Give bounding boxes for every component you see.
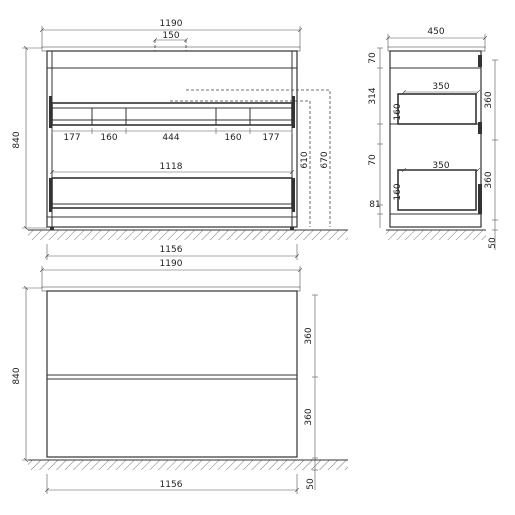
front-width-label: 1190 <box>160 19 183 29</box>
front-drawer-160-left: 160 <box>100 133 117 143</box>
closed-view: 1190 840 360 360 50 1156 <box>12 259 348 494</box>
front-view: 1190 150 <box>12 19 348 260</box>
side-314: 314 <box>368 87 378 104</box>
closed-50: 50 <box>306 478 316 490</box>
side-70-mid: 70 <box>368 154 378 166</box>
front-base-width-label: 1156 <box>160 245 183 255</box>
side-160-bottom: 160 <box>393 183 403 200</box>
closed-base-width-label: 1156 <box>160 480 183 490</box>
front-drawer-177-right: 177 <box>262 133 279 143</box>
side-350-top: 350 <box>432 82 449 92</box>
side-view: 450 350 160 350 160 70 3 <box>368 27 498 250</box>
closed-height-label: 840 <box>12 367 22 384</box>
closed-360-top: 360 <box>304 327 314 344</box>
closed-width-label: 1190 <box>160 259 183 269</box>
front-dim-610: 610 <box>300 151 310 168</box>
closed-360-bottom: 360 <box>304 408 314 425</box>
side-360-top: 360 <box>484 91 494 108</box>
side-depth-label: 450 <box>427 27 444 37</box>
front-inner-width-label: 1118 <box>160 162 183 172</box>
side-81: 81 <box>369 200 380 210</box>
side-50: 50 <box>488 237 498 249</box>
front-tap-offset-label: 150 <box>162 31 179 41</box>
side-160-top: 160 <box>393 103 403 120</box>
side-350-bottom: 350 <box>432 161 449 171</box>
front-dim-670: 670 <box>320 151 330 168</box>
front-drawer-177-left: 177 <box>63 133 80 143</box>
side-360-bottom: 360 <box>484 171 494 188</box>
side-top-70: 70 <box>368 52 378 64</box>
front-drawer-160-right: 160 <box>224 133 241 143</box>
front-drawer-444: 444 <box>162 133 179 143</box>
front-height-label: 840 <box>12 131 22 148</box>
